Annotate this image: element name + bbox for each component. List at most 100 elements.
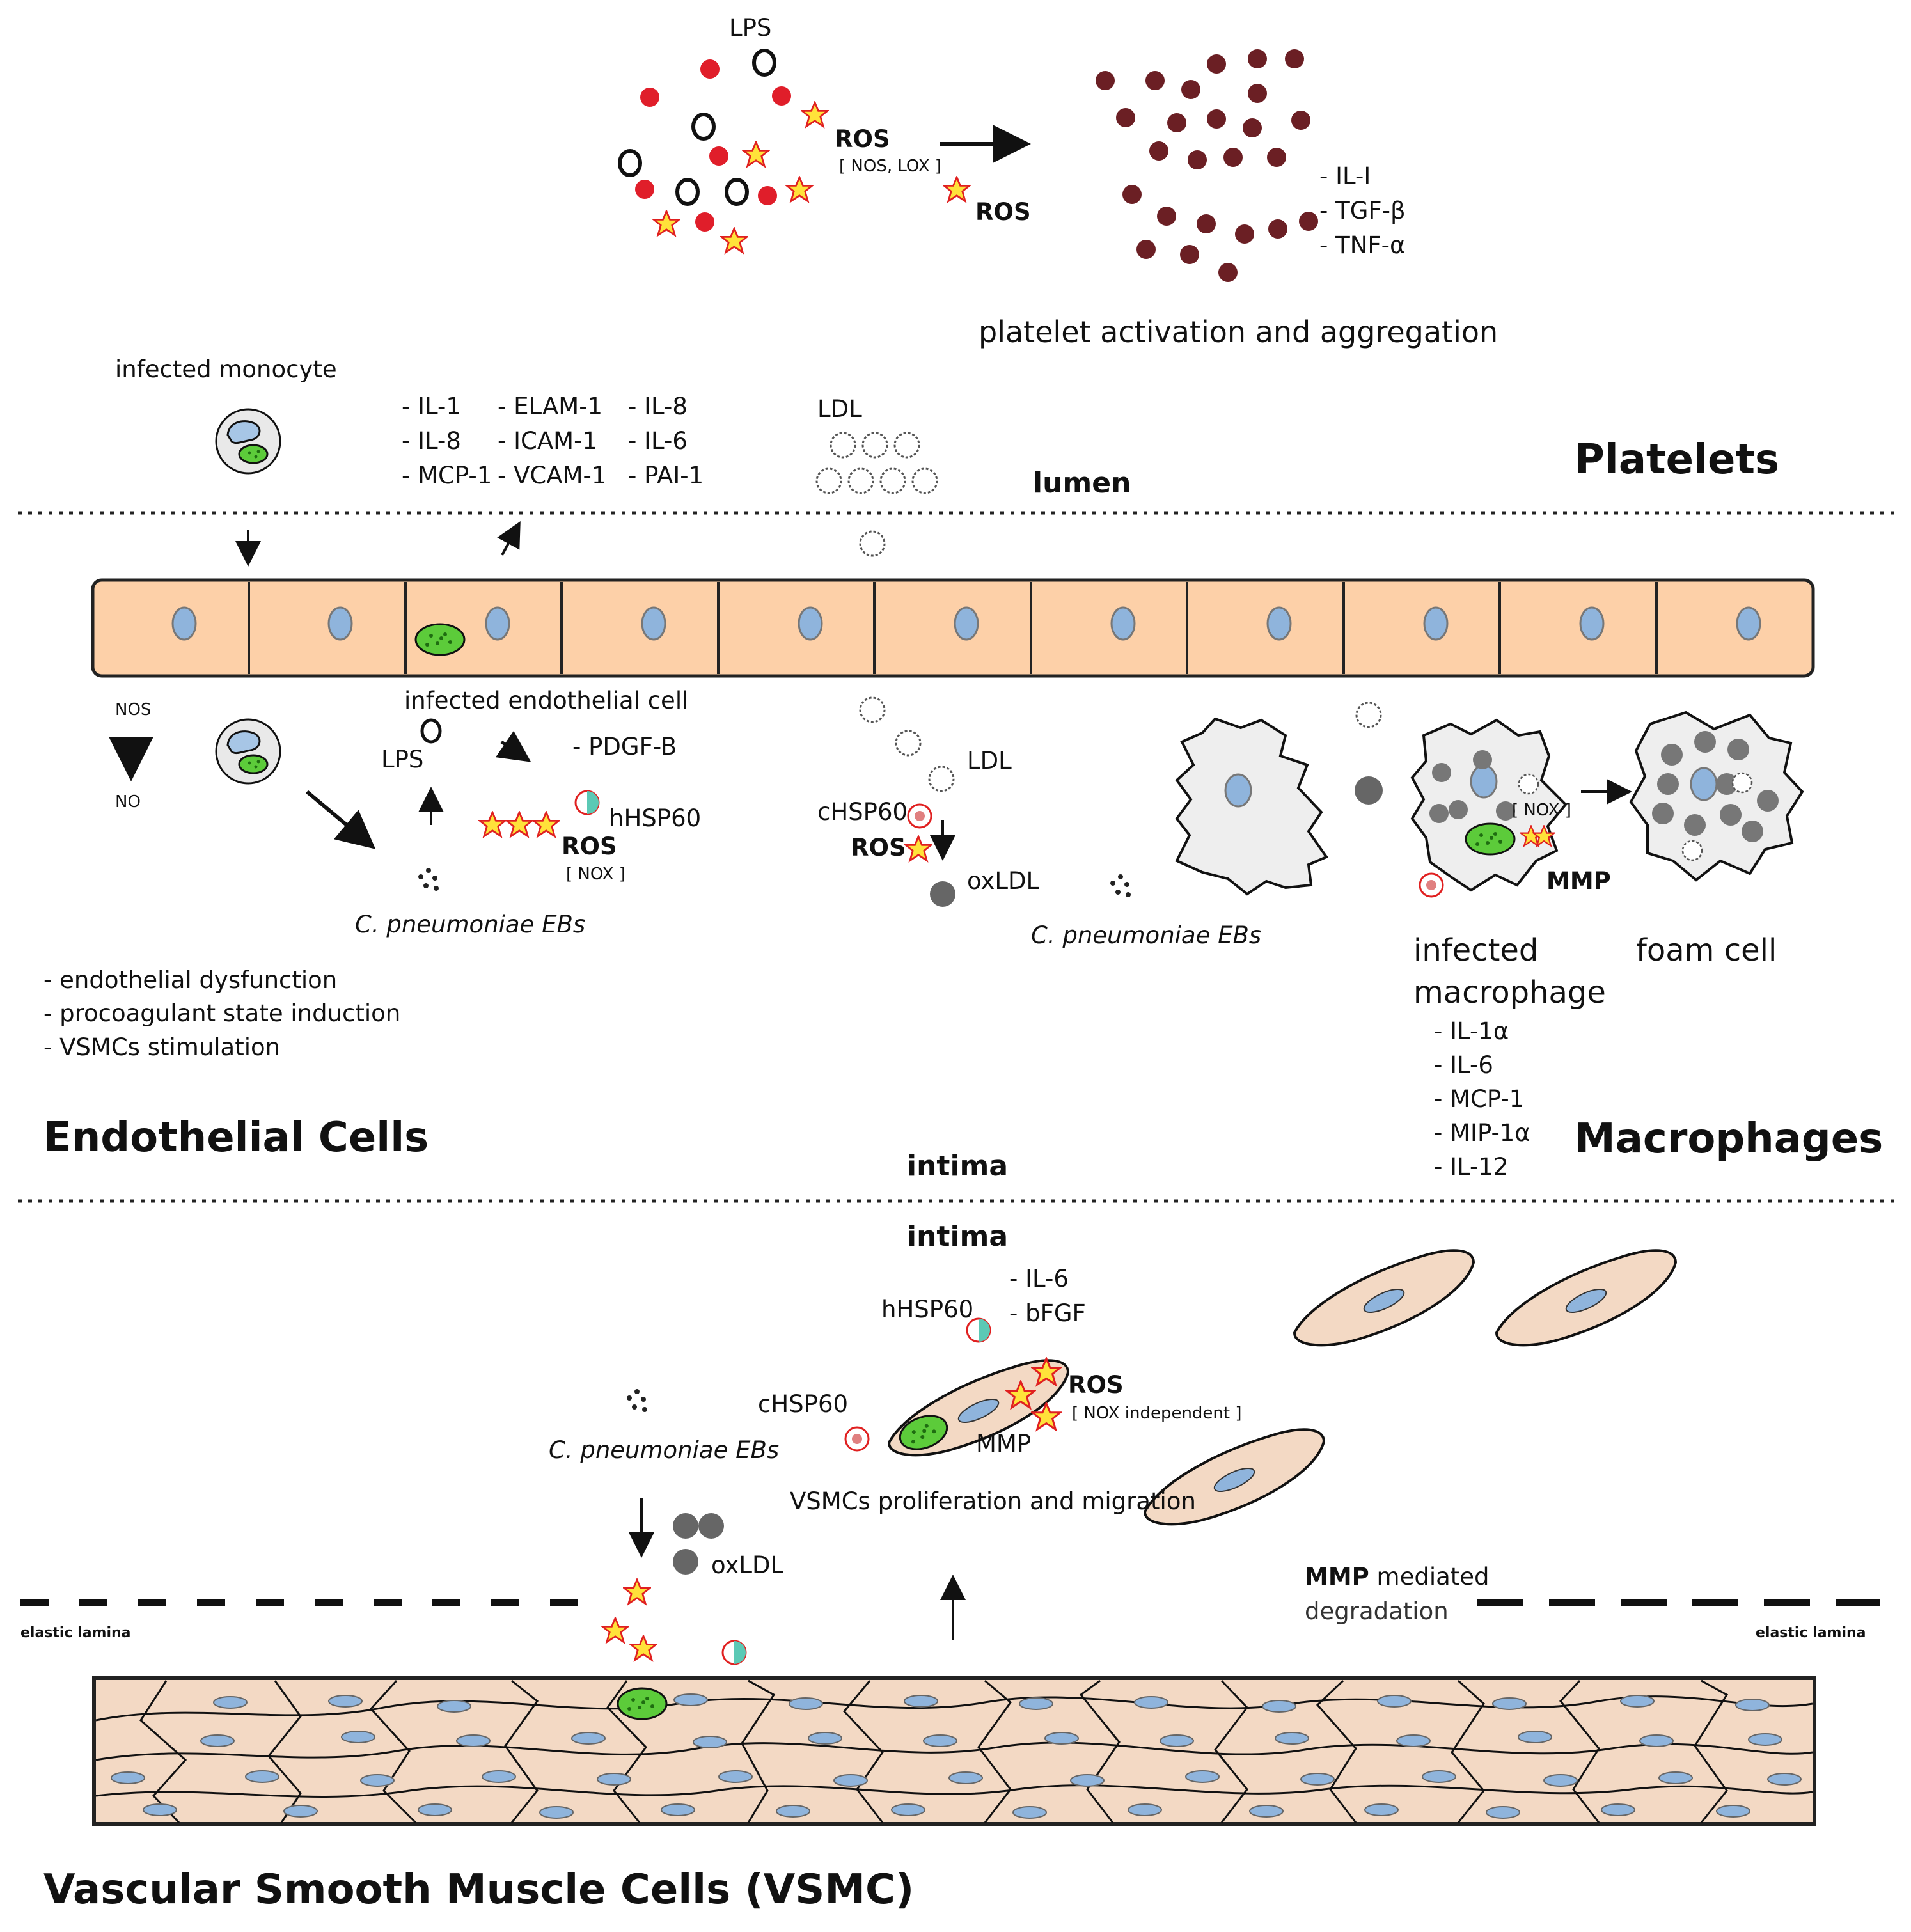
red-blood-particles (635, 59, 791, 232)
cytokine: - IL-6 (628, 427, 688, 455)
secretion-arrow (497, 521, 521, 556)
cytokine: - IL-1 (402, 393, 461, 420)
lumen-cytokines: - IL-1 - IL-8 - MCP-1 - ELAM-1 - ICAM-1 … (402, 393, 704, 489)
oxldl-particles-vsmc (673, 1513, 724, 1575)
eb-label-endo: C. pneumoniae EBs (355, 911, 585, 938)
endothelial-title: Endothelial Cells (43, 1114, 429, 1161)
infected-macrophage-label-2: macrophage (1413, 975, 1606, 1010)
hhsp60-molecule-vsmc (966, 1317, 991, 1343)
effect-item: - VSMCs stimulation (43, 1033, 280, 1061)
degradation-label: degradation (1305, 1598, 1449, 1625)
cytokine: - IL-12 (1434, 1153, 1508, 1181)
cytokine: - IL-1α (1434, 1017, 1509, 1045)
macrophage-cytokines: - IL-1α - IL-6 - MCP-1 - MIP-1α - IL-12 (1434, 1017, 1530, 1181)
ros-stars-endo (478, 811, 560, 837)
mmp-bold: MMP (1305, 1563, 1369, 1590)
effect-item: - procoagulant state induction (43, 1000, 400, 1027)
infected-macrophage (1410, 718, 1568, 892)
pdgf-label: - PDGF-B (572, 733, 677, 760)
oxldl-particle (1355, 776, 1383, 805)
migrating-vsmc (1293, 1249, 1475, 1347)
proliferation-label: VSMCs proliferation and migration (790, 1488, 1196, 1515)
ldl-label-lumen: LDL (817, 395, 862, 423)
ros-label-mac: ROS (851, 834, 906, 861)
cytokine: - MCP-1 (1434, 1085, 1524, 1113)
activated-platelets (1096, 49, 1318, 282)
cytokine-tnf: - TNF-α (1319, 232, 1405, 259)
pdgf-arrow (495, 730, 531, 762)
ros-note-1: [ NOS, LOX ] (839, 157, 941, 176)
cytokine: - MIP-1α (1434, 1119, 1530, 1147)
cytokine-il1: - IL-I (1319, 162, 1371, 190)
monocyte-to-eb-arrow (306, 790, 376, 849)
chlamydia-in-endothelium (414, 623, 466, 656)
eb-label-mac: C. pneumoniae EBs (1031, 922, 1261, 949)
oxldl-label-vsmc: oxLDL (711, 1551, 784, 1579)
platelets-section: LPS ROS [ NOS, LOX ] ROS (618, 14, 1779, 483)
adhesion-molecule: - VCAM-1 (498, 462, 606, 489)
cytokine: - IL-8 (628, 393, 688, 420)
eb-dots-mac (1110, 874, 1131, 897)
hhsp60-label-endo: hHSP60 (609, 805, 701, 832)
vsmc-section: intima - IL-6 - bFGF hHSP60 cHSP60 ROS [… (20, 1220, 1880, 1913)
migrating-vsmc (1495, 1249, 1677, 1347)
foam-cell-contents (1652, 731, 1779, 861)
endothelium-layer (91, 578, 1815, 678)
mmp-degradation-label: MMP mediated (1305, 1563, 1490, 1590)
chsp60-label-vsmc: cHSP60 (758, 1390, 848, 1418)
lumen-section: infected monocyte - IL-1 - IL-8 - MCP-1 … (18, 356, 1894, 567)
chlamydia-in-media (617, 1687, 668, 1720)
oxldl-label-mac: oxLDL (967, 867, 1040, 895)
adhesion-molecule: - ICAM-1 (498, 427, 597, 455)
nos-label: NOS (115, 700, 151, 719)
ros-stars-lamina (601, 1578, 657, 1661)
bfgf-label: - bFGF (1009, 1300, 1086, 1327)
ros-label-1: ROS (835, 125, 890, 153)
infected-macrophage-label-1: infected (1413, 932, 1538, 968)
mmp-label-mac: MMP (1546, 867, 1611, 895)
chsp60-in-intima (1419, 872, 1444, 898)
intima-label-upper: intima (907, 1150, 1008, 1182)
ros-note-endo: [ NOX ] (566, 865, 625, 884)
macrophages-section: LDL cHSP60 ROS oxLDL C. pneumoniae EBs [… (817, 696, 1883, 1181)
intima-label-lower: intima (907, 1220, 1008, 1253)
chsp60-label-mac: cHSP60 (817, 798, 908, 826)
vsmc-title: Vascular Smooth Muscle Cells (VSMC) (43, 1866, 914, 1913)
ros-note-vsmc: [ NOX independent ] (1072, 1404, 1242, 1423)
elastic-lamina-left: elastic lamina (20, 1625, 131, 1641)
cytokine: - IL-6 (1434, 1051, 1493, 1079)
elastic-lamina-right: elastic lamina (1756, 1625, 1866, 1641)
transmigrated-monocyte (215, 718, 281, 785)
cytokine-tgf: - TGF-β (1319, 197, 1406, 224)
eb-dots-vsmc (627, 1389, 647, 1412)
lumen-label: lumen (1033, 467, 1131, 499)
foam-cell-label: foam cell (1636, 932, 1777, 968)
ros-label-vsmc: ROS (1068, 1371, 1124, 1399)
infected-monocyte (215, 408, 281, 475)
oxldl-particle (930, 881, 955, 907)
effect-item: - endothelial dysfunction (43, 966, 337, 994)
macrophages-title: Macrophages (1575, 1115, 1883, 1163)
ldl-label-intima: LDL (967, 747, 1012, 774)
vsmc-media-layer (92, 1676, 1816, 1826)
chsp60-molecule-vsmc (844, 1426, 870, 1452)
ros-star-mac (904, 835, 932, 861)
platelet-cytokines: - IL-I - TGF-β - TNF-α (1319, 162, 1406, 259)
infected-macrophage-contents (1429, 750, 1555, 856)
cytokine: - IL-8 (402, 427, 461, 455)
eb-label-vsmc: C. pneumoniae EBs (549, 1436, 779, 1464)
eb-dots-endo (418, 868, 439, 891)
platelets-title: Platelets (1575, 436, 1779, 483)
chsp60-molecule (907, 803, 932, 829)
infected-monocyte-label: infected monocyte (115, 356, 337, 383)
lps-label: LPS (729, 14, 771, 42)
cytokine: - PAI-1 (628, 462, 704, 489)
lps-label-endo: LPS (381, 746, 423, 773)
hhsp60-molecule-lamina (721, 1640, 747, 1665)
no-label: NO (115, 792, 141, 812)
cytokine: - MCP-1 (402, 462, 492, 489)
endothelial-section: infected endothelial cell NOS NO LPS - P… (43, 687, 1008, 1182)
nox-label-mac: [ NOX ] (1512, 801, 1571, 820)
macrophage (1175, 717, 1329, 896)
